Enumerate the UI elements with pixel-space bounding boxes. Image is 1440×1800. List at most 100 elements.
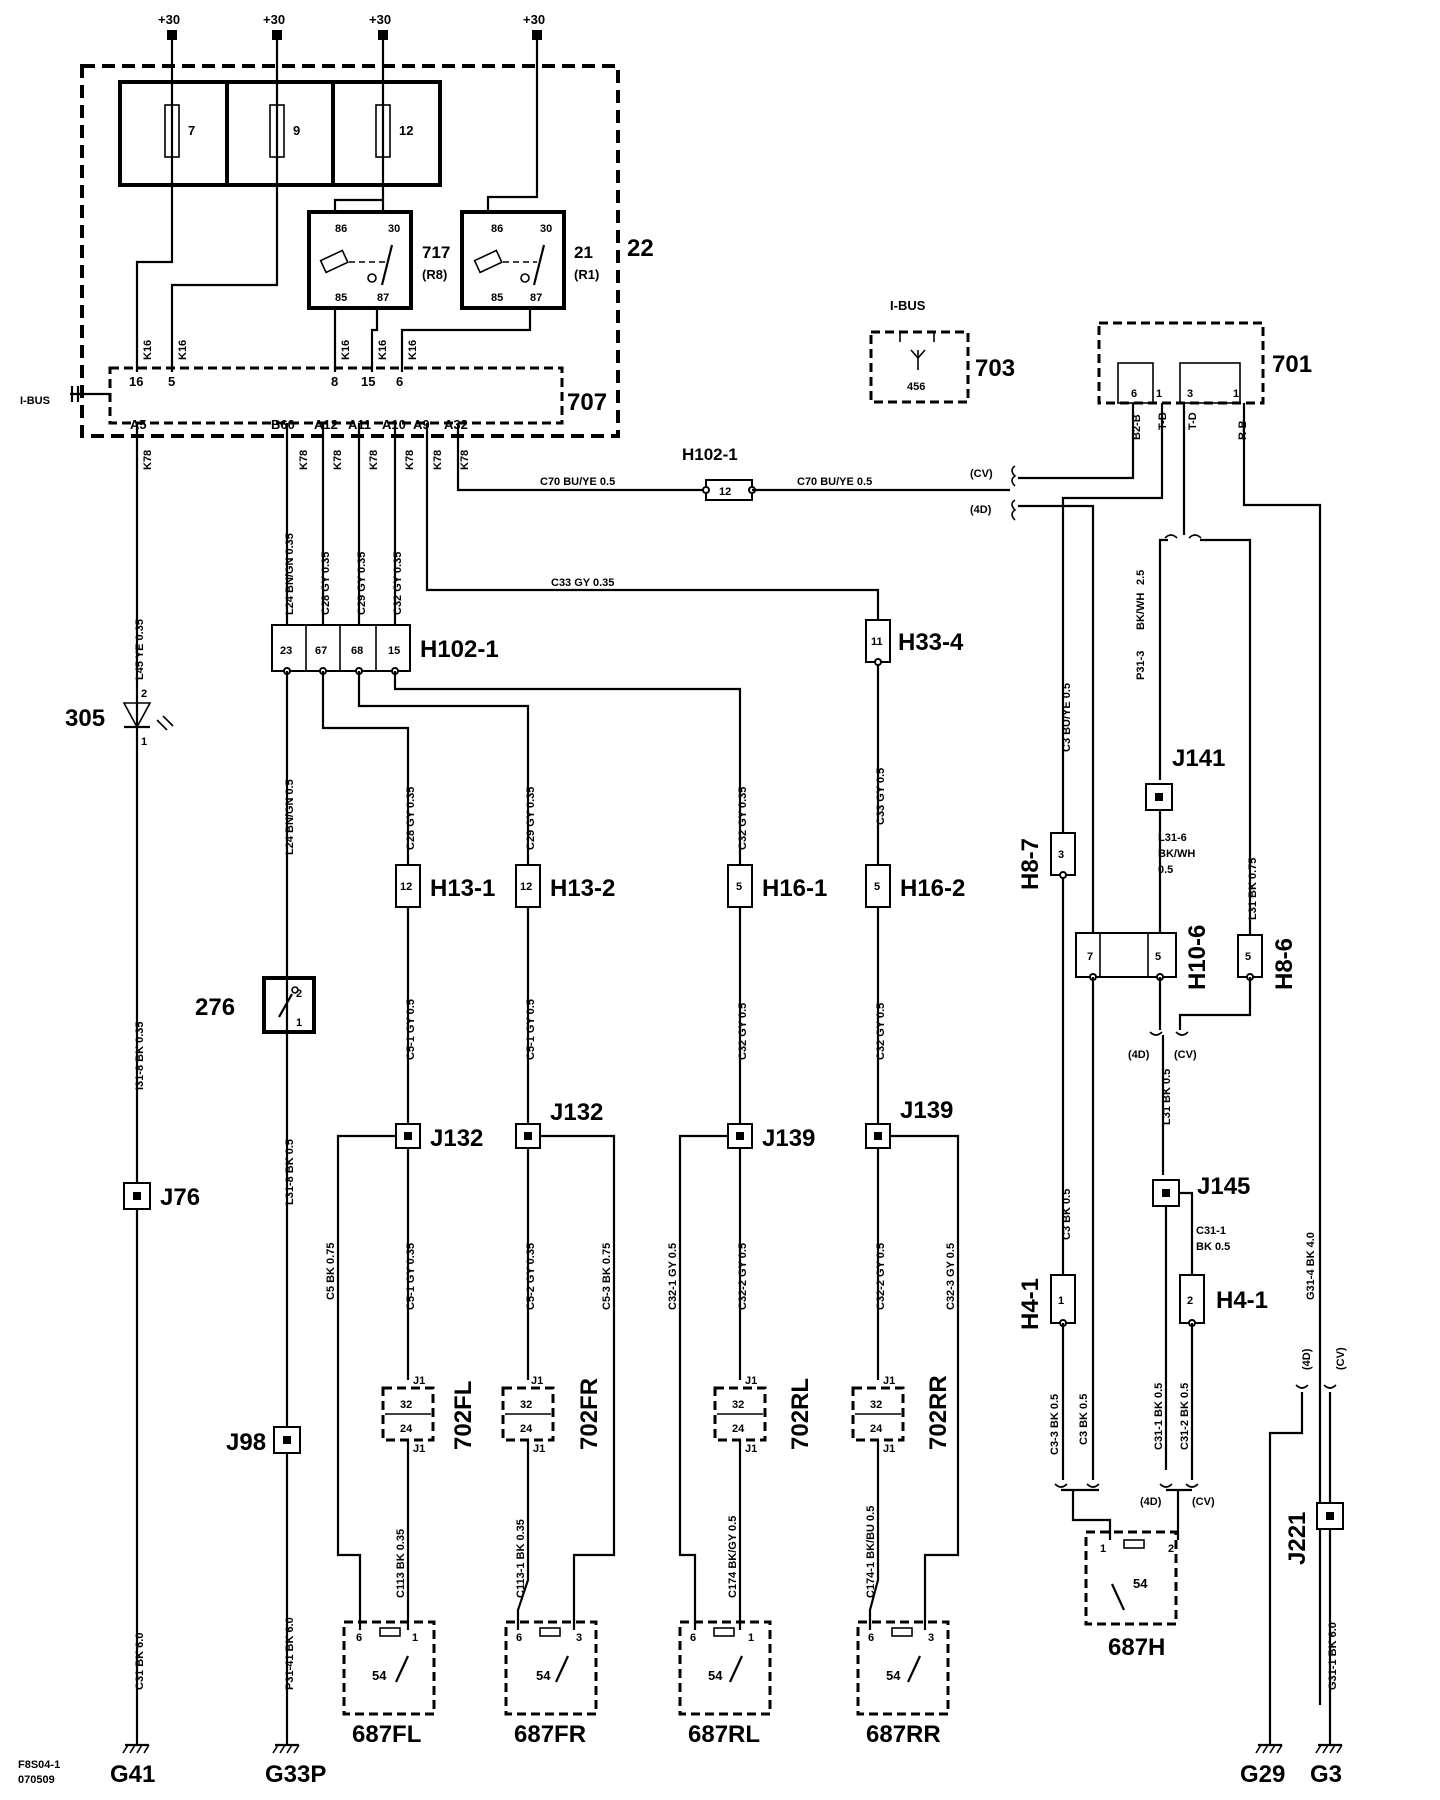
circuit-door-switches: 11 H33-4 C28 GY 0.35 C29 GY 0.35 C32 GY …: [321, 619, 965, 1748]
pin-label: 11: [871, 636, 883, 648]
wire-label: C31-2 BK 0.5: [1179, 1383, 1191, 1450]
pin-label: J1: [531, 1375, 543, 1387]
pin-label: 6: [1131, 388, 1137, 400]
splice-id: J141: [1172, 745, 1225, 772]
pin-label: 2: [296, 988, 302, 1000]
wire-label: L31-6: [1158, 832, 1187, 844]
splice-id: J98: [226, 1429, 266, 1456]
connector-id: H13-2: [550, 875, 615, 902]
wire-label: L31 BK 0.75: [1247, 858, 1259, 920]
wire-label: K78: [298, 450, 310, 470]
wire-label: K78: [459, 450, 471, 470]
connector-id: H8-7: [1017, 838, 1044, 890]
wire-label: P31-41 BK 6.0: [284, 1617, 296, 1690]
pin-label: 24: [870, 1423, 883, 1435]
component-id: 305: [65, 705, 105, 732]
pin-label: A32: [444, 417, 468, 432]
pin-label: 32: [520, 1399, 532, 1411]
splice-id: J145: [1197, 1173, 1250, 1200]
variant-label: (4D): [1140, 1496, 1162, 1508]
wire-label: C33 GY 0.35: [551, 577, 614, 589]
wire-label: G31-1 BK 6.0: [1327, 1622, 1339, 1690]
wire-label: C32 GY 0.35: [392, 552, 404, 615]
fuse-12-label: 12: [399, 123, 413, 138]
relay-pin: 85: [491, 292, 503, 304]
relay-717-sub: (R8): [422, 267, 447, 282]
connector-id: H33-4: [898, 629, 964, 656]
pin-label: 12: [400, 881, 412, 893]
pin-label: 6: [356, 1632, 362, 1644]
switch-702rl: J1 32 24 J1 702RL: [713, 1375, 814, 1455]
power-feeds: +30 +30 +30 +30: [158, 12, 545, 40]
wire-label: K78: [142, 450, 154, 470]
pin-label: 54: [1133, 1576, 1148, 1591]
module-703-id: 703: [975, 355, 1015, 382]
pin-label: 32: [400, 1399, 412, 1411]
fuse-9-label: 9: [293, 123, 300, 138]
pin-label: 1: [412, 1632, 418, 1644]
component-id: 687H: [1108, 1634, 1165, 1661]
wire-label: C5-3 BK 0.75: [601, 1243, 613, 1310]
splice-id: J132: [550, 1099, 603, 1126]
component-id: 702RR: [925, 1375, 952, 1450]
pin-label: 12: [520, 881, 532, 893]
connector-id: H16-1: [762, 875, 827, 902]
switch-687rr: 6 3 54 687RR: [856, 1620, 950, 1748]
pin-label: J1: [413, 1443, 425, 1455]
relay-pin: 87: [530, 292, 542, 304]
wire-label: T-D: [1187, 412, 1199, 430]
pin-label: A9: [413, 417, 430, 432]
wire-label: C3 BK 0.5: [1078, 1394, 1090, 1445]
variant-label: (4D): [970, 504, 992, 516]
relay-21-sub: (R1): [574, 267, 599, 282]
ground-id: G41: [110, 1761, 155, 1788]
component-id: 687FR: [514, 1721, 586, 1748]
pin-label: 456: [907, 381, 925, 393]
relay-pin: 86: [335, 223, 347, 235]
wire-label: C113 BK 0.35: [395, 1529, 407, 1598]
pin-label: A12: [314, 417, 338, 432]
circuit-687h: C3 BU/YE 0.5 3 H8-7 P31-3 BK/WH 2.5 J141…: [1017, 570, 1347, 1788]
pin-label: 7: [1087, 951, 1093, 963]
switch-702fr: J1 32 24 J1 702FR: [501, 1375, 603, 1455]
pin-label: J1: [883, 1443, 895, 1455]
wire-label: K16: [340, 340, 352, 360]
wire-label: BK/WH: [1158, 848, 1195, 860]
wire-label: C5-2 GY 0.35: [525, 1243, 537, 1310]
wire-label: C31-1 BK 0.5: [1153, 1383, 1165, 1450]
wire-label: C5-1 GY 0.5: [405, 999, 417, 1060]
module-703: I-BUS 456 703: [869, 298, 1015, 404]
component-id: 702FR: [576, 1378, 603, 1450]
component-id: 687RR: [866, 1721, 941, 1748]
relay-717: [307, 210, 413, 310]
splice-id: J76: [160, 1184, 200, 1211]
switch-687fr: 6 3 54 687FR: [504, 1620, 598, 1748]
relay-21-id: 21: [574, 243, 593, 262]
pin-label: 1: [296, 1017, 302, 1029]
pin-label: 1: [1233, 388, 1239, 400]
fuse-7-label: 7: [188, 123, 195, 138]
pin-label: 3: [576, 1632, 582, 1644]
pin-label: J1: [745, 1443, 757, 1455]
variant-label: (4D): [1301, 1348, 1313, 1370]
pin-label: 67: [315, 645, 327, 657]
pin-label: 3: [928, 1632, 934, 1644]
pin-label: 54: [536, 1668, 551, 1683]
switch-702fl: J1 32 24 J1 702FL: [381, 1375, 477, 1455]
pin-label: J1: [745, 1375, 757, 1387]
connector-id: H10-6: [1184, 925, 1211, 990]
wire-label: I31-8 BK 0.35: [134, 1022, 146, 1090]
plus30-label: +30: [158, 12, 180, 27]
wire-label: K16: [407, 340, 419, 360]
pin-label: 24: [400, 1423, 413, 1435]
switch-687fl: 6 1 54 687FL: [342, 1620, 436, 1748]
variant-label: (CV): [1192, 1496, 1215, 1508]
connector-id: H8-6: [1271, 938, 1298, 990]
wire-label: C31-1: [1196, 1225, 1226, 1237]
pin-label: 12: [719, 486, 731, 498]
relay-pin: 87: [377, 292, 389, 304]
pin-label: 5: [1245, 951, 1251, 963]
wire-label: 0.5: [1158, 864, 1173, 876]
pin-label: 1: [748, 1632, 754, 1644]
circuit-g33p: L24 BN/GN 0.5 2 1 276 L31-8 BK 0.5 J98 P…: [195, 671, 326, 1788]
